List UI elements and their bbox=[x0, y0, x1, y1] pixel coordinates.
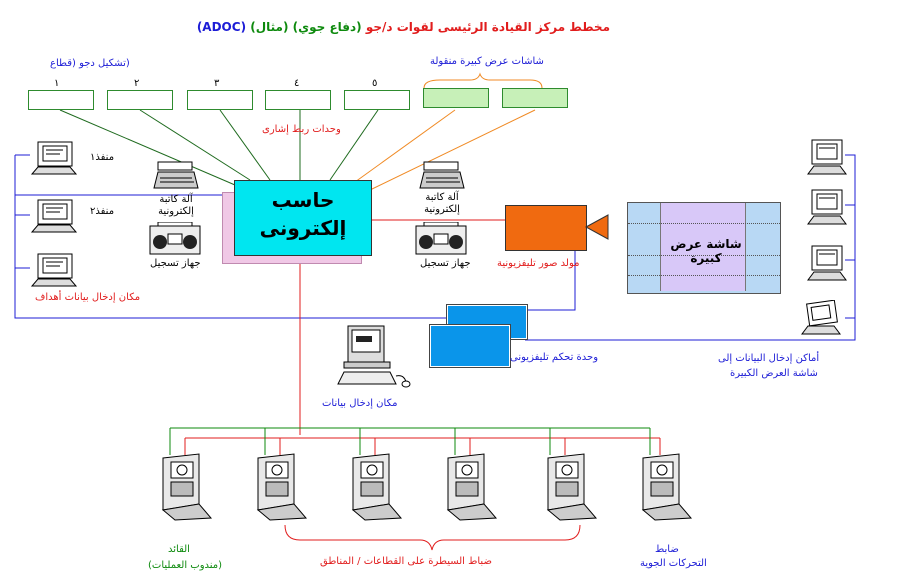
computer-terminal-icon bbox=[801, 300, 841, 335]
tape-recorder-icon bbox=[149, 222, 201, 255]
left-blue-bus bbox=[14, 154, 450, 319]
left-recorder-label: جهاز تسجيل bbox=[150, 258, 201, 269]
computer-label-line2: إلكترونى bbox=[259, 216, 347, 240]
tv-image-generator bbox=[505, 205, 587, 251]
air-movement-label-1: ضابط bbox=[655, 544, 679, 555]
orange-link-lines bbox=[354, 109, 536, 191]
mobile-screen-1 bbox=[423, 88, 489, 108]
big-display-screen: شاشة عرض كبيرة bbox=[627, 202, 781, 294]
green-link-lines bbox=[59, 109, 379, 186]
big-screens-brace bbox=[423, 72, 543, 89]
sector-unit-5 bbox=[344, 90, 410, 110]
data-entry-label: مكان إدخال بيانات bbox=[322, 398, 398, 409]
computer-terminal-icon bbox=[30, 253, 78, 287]
computer-terminal-icon bbox=[807, 245, 847, 281]
computer-terminal-icon bbox=[30, 141, 78, 175]
typewriter-icon bbox=[419, 161, 465, 189]
title-main: مخطط مركز القيادة الرئيسى لقوات د/جو bbox=[365, 20, 610, 34]
main-computer: حاسب إلكترونى bbox=[234, 180, 372, 256]
right-blue-bus bbox=[525, 154, 856, 341]
target-entry-label: مكان إدخال بيانات أهداف bbox=[35, 292, 141, 303]
computer-label-line1: حاسب bbox=[271, 188, 335, 212]
commander-label: القائد bbox=[168, 544, 190, 555]
diagram-title: مخطط مركز القيادة الرئيسى لقوات د/جو (دف… bbox=[197, 20, 610, 34]
console-icon bbox=[351, 453, 403, 521]
tv-control-label: وحدة تحكم تليفزيونى bbox=[510, 352, 599, 363]
big-screen-center bbox=[660, 203, 746, 291]
typewriter-icon bbox=[153, 161, 199, 189]
unit-number-3: ٣ bbox=[214, 78, 220, 89]
console-icon bbox=[546, 453, 598, 521]
unit-number-5: ٥ bbox=[372, 78, 378, 89]
console-icon bbox=[256, 453, 308, 521]
terminal-2-label: منفذ٢ bbox=[90, 206, 115, 217]
title-code: (ADOC) bbox=[196, 20, 247, 34]
mobile-screen-2 bbox=[502, 88, 568, 108]
unit-number-4: ٤ bbox=[294, 78, 300, 89]
tape-recorder-icon bbox=[415, 222, 467, 255]
title-sub: (دفاع جوي) (مثال) bbox=[250, 20, 362, 34]
desktop-computer-icon bbox=[337, 325, 411, 388]
sector-unit-3 bbox=[187, 90, 253, 110]
right-recorder-label: جهاز تسجيل bbox=[420, 258, 471, 269]
computer-terminal-icon bbox=[807, 139, 847, 175]
sector-officers-brace bbox=[284, 524, 581, 551]
right-typewriter-label: آلة كاتبة إلكترونية bbox=[424, 192, 460, 215]
air-movement-label-2: التحركات الجوية bbox=[640, 558, 707, 569]
sector-officers-label: ضباط السيطرة على القطاعات / المناطق bbox=[320, 556, 492, 567]
computer-terminal-icon bbox=[30, 199, 78, 233]
console-icon bbox=[446, 453, 498, 521]
sector-unit-1 bbox=[28, 90, 94, 110]
console-icon bbox=[161, 453, 213, 521]
unit-number-2: ٢ bbox=[134, 78, 140, 89]
terminal-1-label: منفذ١ bbox=[90, 152, 115, 163]
big-screens-label: شاشات عرض كبيرة منقولة bbox=[430, 56, 544, 67]
sector-unit-2 bbox=[107, 90, 173, 110]
left-typewriter-label: آلة كاتبة إلكترونية bbox=[158, 194, 194, 217]
unit-number-1: ١ bbox=[54, 78, 60, 89]
signal-units-label: وحدات ربط إشارى bbox=[262, 124, 341, 135]
computer-terminal-icon bbox=[807, 189, 847, 225]
sector-unit-4 bbox=[265, 90, 331, 110]
data-entry-places-label-2: شاشة العرض الكبيرة bbox=[730, 368, 818, 379]
tv-generator-label: مولد صور تليفزيونية bbox=[497, 258, 580, 269]
data-entry-places-label-1: أماكن إدخال البيانات إلى bbox=[718, 353, 820, 364]
commander-sub-label: (مندوب العمليات) bbox=[148, 560, 223, 571]
tv-camera-icon bbox=[584, 214, 609, 240]
bottom-green-bus bbox=[169, 427, 651, 455]
tv-control-screen-front bbox=[429, 324, 511, 368]
console-icon bbox=[641, 453, 693, 521]
big-screen-label: شاشة عرض كبيرة bbox=[670, 237, 742, 265]
sector-caption: (تشكيل دجو (قطاع bbox=[50, 58, 130, 69]
